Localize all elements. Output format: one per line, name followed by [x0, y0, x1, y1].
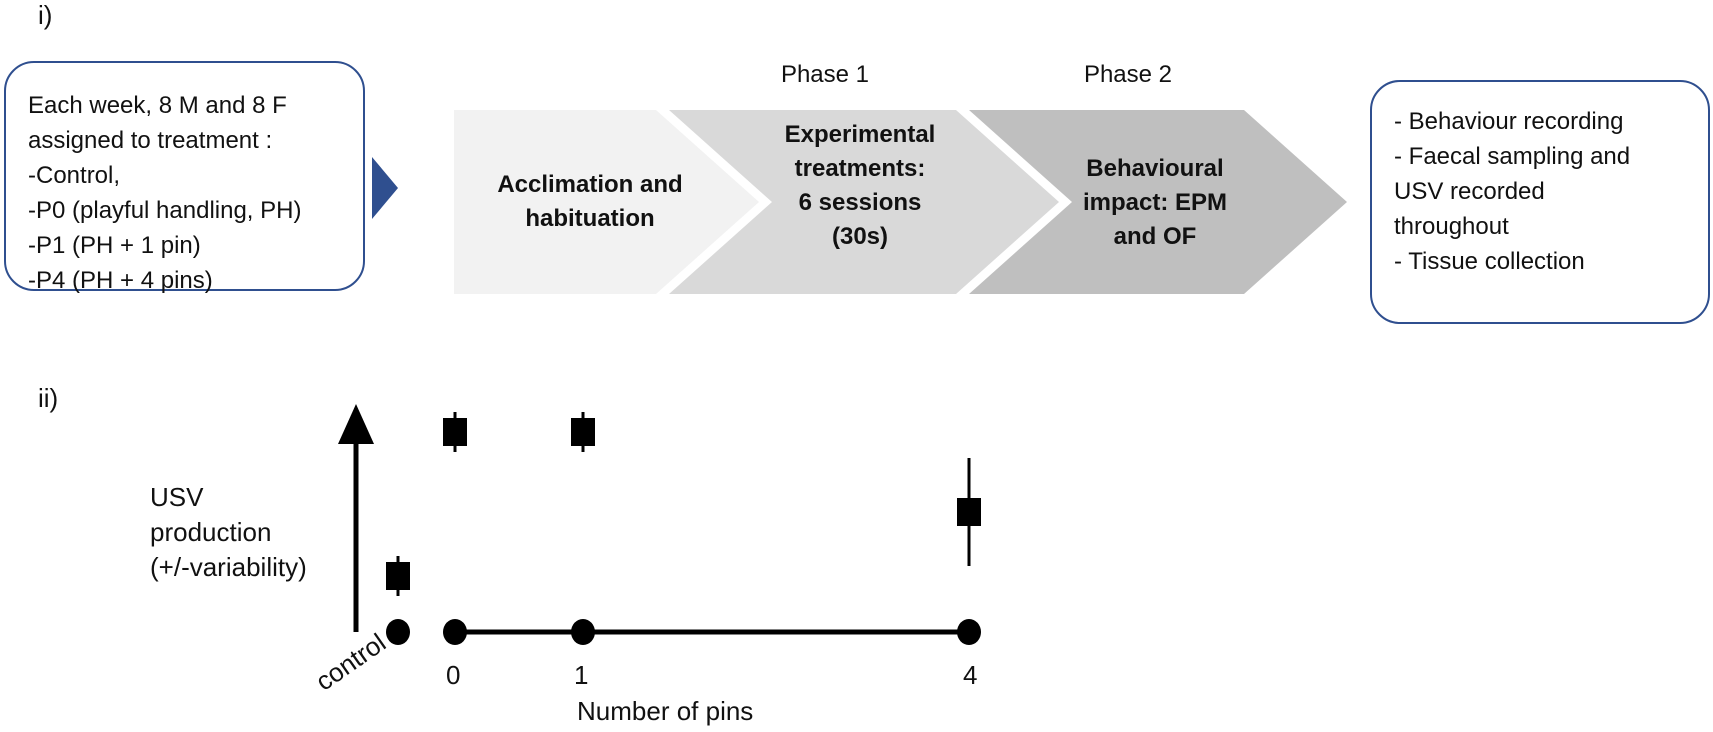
stage-text-line: habituation: [525, 205, 655, 232]
outcome-line: - Faecal sampling and: [1394, 143, 1631, 170]
treatment-line: -P0 (playful handling, PH): [28, 197, 302, 224]
panel-ii-label: ii): [38, 383, 59, 413]
circle-point-1: [571, 619, 595, 645]
stage-phase-1-text: Experimental treatments: 6 sessions (30s…: [760, 118, 960, 254]
phase-1-label: Phase 1: [780, 61, 870, 88]
phase-2-label: Phase 2: [1083, 61, 1173, 88]
stage-text-line: 6 sessions: [798, 189, 922, 216]
y-axis-label: USV production (+/-variability): [150, 480, 307, 585]
stage-text-line: Experimental: [784, 121, 936, 148]
treatment-assignment-box: Each week, 8 M and 8 F assigned to treat…: [4, 61, 365, 294]
stage-text-line: (30s): [831, 223, 889, 250]
stage-text-line: and OF: [1113, 223, 1197, 250]
x-tick-control: control: [310, 627, 392, 697]
square-point-control: [386, 562, 410, 590]
outcomes-box: - Behaviour recording - Faecal sampling …: [1370, 80, 1710, 324]
stage-text-line: impact: EPM: [1082, 189, 1228, 216]
circle-point-0: [443, 619, 467, 645]
outcome-line: - Behaviour recording: [1394, 108, 1624, 135]
square-point-1: [571, 418, 595, 446]
stage-text-line: Acclimation and: [497, 171, 683, 198]
x-tick-4: 4: [963, 660, 978, 690]
treatment-line: -P1 (PH + 1 pin): [28, 232, 201, 259]
treatment-line: Each week, 8 M and 8 F: [28, 92, 287, 119]
outcome-line: USV recorded: [1394, 178, 1545, 205]
x-tick-1: 1: [574, 660, 589, 690]
stage-text-line: treatments:: [794, 155, 926, 182]
y-label-line: (+/-variability): [150, 552, 307, 582]
treatment-line: -Control,: [28, 162, 121, 189]
stage-acclimation-text: Acclimation and habituation: [470, 168, 710, 236]
y-label-line: production: [150, 517, 272, 547]
outcome-line: - Tissue collection: [1394, 248, 1585, 275]
stage-phase-2-text: Behavioural impact: EPM and OF: [1055, 152, 1255, 254]
pointer-triangle: [372, 157, 398, 219]
stage-text-line: Behavioural: [1086, 155, 1224, 182]
circle-point-control: [386, 619, 410, 645]
treatment-line: assigned to treatment :: [28, 127, 273, 154]
treatment-line: -P4 (PH + 4 pins): [28, 267, 213, 294]
y-label-line: USV: [150, 482, 204, 512]
y-axis-arrow-head: [338, 404, 374, 444]
x-axis-label: Number of pins: [577, 696, 754, 726]
square-point-4: [957, 498, 981, 526]
x-tick-0: 0: [446, 660, 461, 690]
square-point-0: [443, 418, 467, 446]
outcome-line: throughout: [1394, 213, 1509, 240]
panel-i-label: i): [38, 0, 53, 30]
circle-point-4: [957, 619, 981, 645]
